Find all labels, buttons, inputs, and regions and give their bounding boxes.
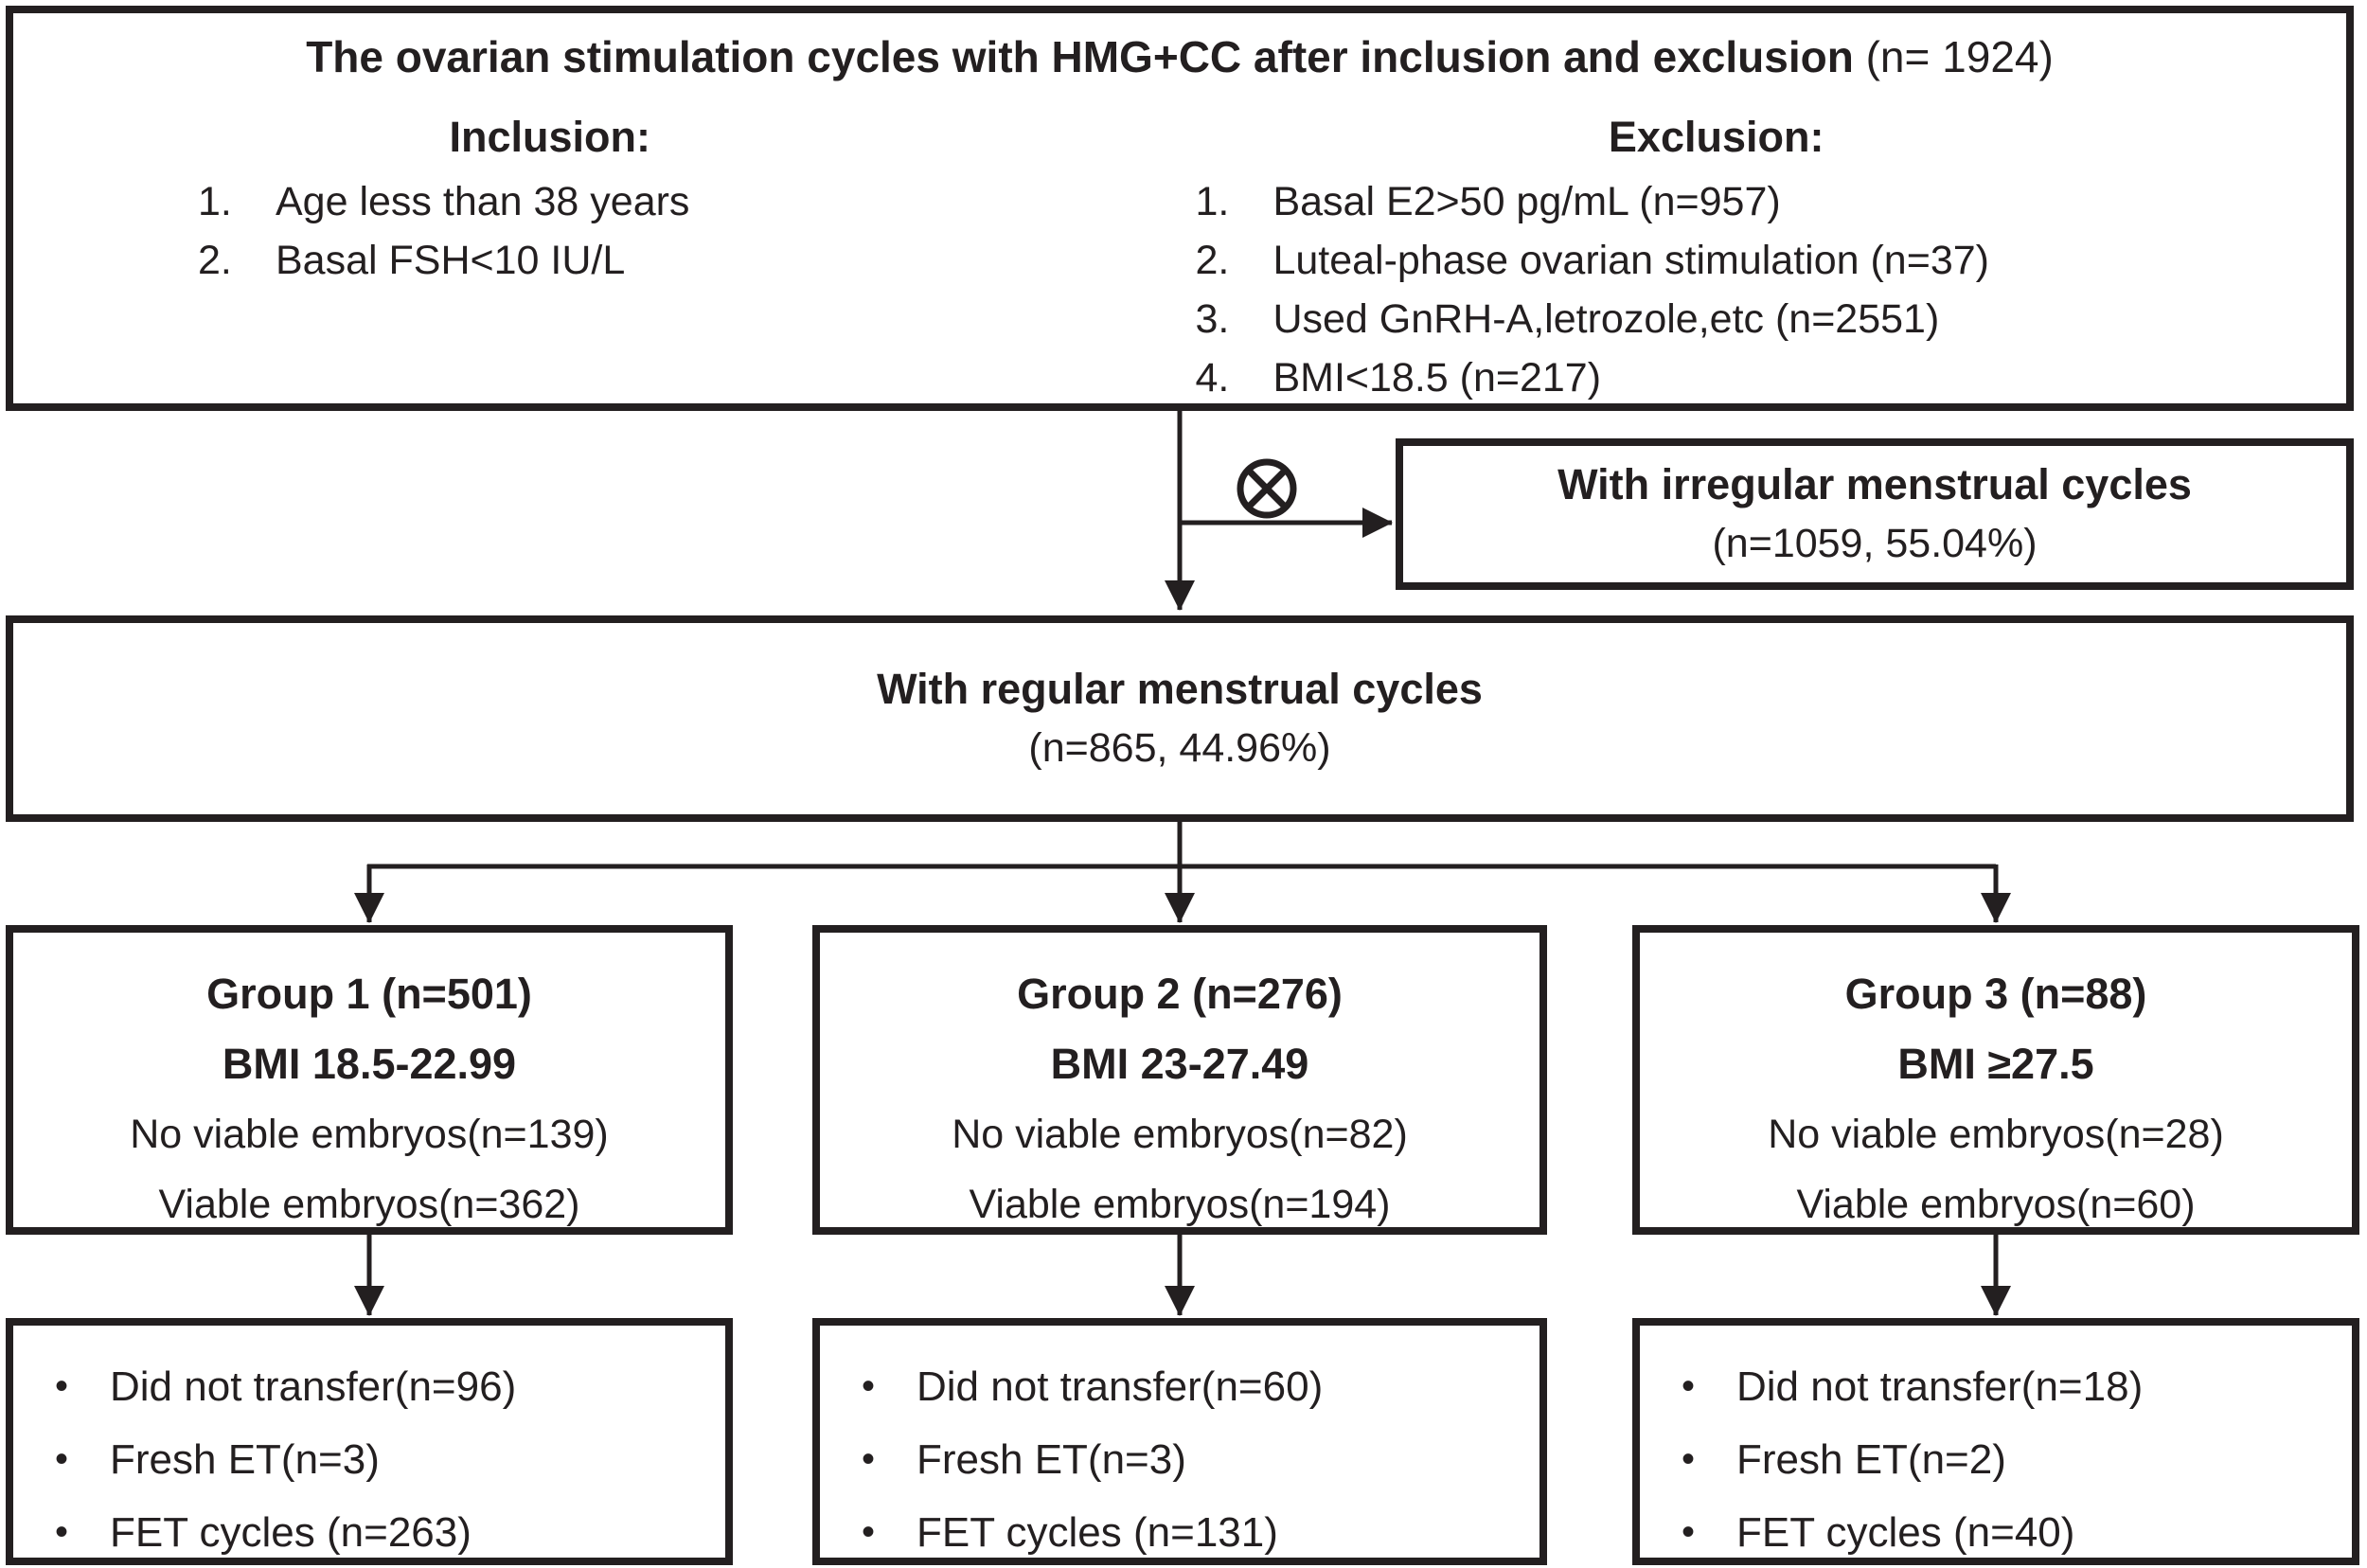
list-number: 1. — [1195, 179, 1230, 224]
bullet-icon: • — [1682, 1365, 1696, 1407]
regular-cycles-box: With regular menstrual cycles (n=865, 44… — [6, 615, 2354, 822]
list-number: 2. — [198, 238, 232, 283]
group-viable: Viable embryos(n=194) — [969, 1182, 1391, 1227]
list-item: 1. Age less than 38 years — [198, 172, 1086, 231]
page-title: The ovarian stimulation cycles with HMG+… — [13, 30, 2346, 83]
outcome-item: • FET cycles (n=263) — [55, 1496, 716, 1568]
outcome-text: Did not transfer(n=60) — [917, 1363, 1324, 1410]
title-bold-text: The ovarian stimulation cycles with HMG+… — [306, 32, 1854, 81]
list-number: 2. — [1195, 238, 1230, 283]
list-item: 3. Used GnRH-A,letrozole,etc (n=2551) — [1195, 290, 2346, 348]
outcome-text: Did not transfer(n=96) — [110, 1363, 517, 1410]
bullet-icon: • — [862, 1511, 876, 1553]
outcome-text: Fresh ET(n=2) — [1736, 1436, 2006, 1483]
group-bmi: BMI ≥27.5 — [1897, 1040, 2094, 1088]
inclusion-heading: Inclusion: — [449, 113, 650, 161]
bullet-icon: • — [1682, 1511, 1696, 1553]
regular-n-count: (n=865, 44.96%) — [1028, 725, 1331, 771]
group3-outcome-box: • Did not transfer(n=18) • Fresh ET(n=2)… — [1632, 1318, 2359, 1565]
list-text: Age less than 38 years — [276, 179, 690, 224]
group2-box: Group 2 (n=276) BMI 23-27.49 No viable e… — [812, 925, 1547, 1235]
bullet-icon: • — [55, 1365, 69, 1407]
exclusion-section: Exclusion: 1. Basal E2>50 pg/mL (n=957) … — [1086, 110, 2346, 407]
outcome-text: Fresh ET(n=3) — [110, 1436, 380, 1483]
list-number: 1. — [198, 179, 232, 224]
bullet-icon: • — [862, 1438, 876, 1480]
inclusion-section: Inclusion: 1. Age less than 38 years 2. … — [13, 110, 1086, 407]
list-text: Luteal-phase ovarian stimulation (n=37) — [1272, 238, 1989, 283]
outcome-item: • FET cycles (n=131) — [862, 1496, 1530, 1568]
outcome-text: FET cycles (n=131) — [917, 1509, 1278, 1556]
outcome-item: • Did not transfer(n=60) — [862, 1350, 1530, 1423]
group2-outcome-box: • Did not transfer(n=60) • Fresh ET(n=3)… — [812, 1318, 1547, 1565]
title-n-count: (n= 1924) — [1865, 32, 2054, 81]
inclusion-list: 1. Age less than 38 years 2. Basal FSH<1… — [13, 172, 1086, 290]
list-item: 1. Basal E2>50 pg/mL (n=957) — [1195, 172, 2346, 231]
group3-box: Group 3 (n=88) BMI ≥27.5 No viable embry… — [1632, 925, 2359, 1235]
outcome-item: • FET cycles (n=40) — [1682, 1496, 2342, 1568]
irregular-title: With irregular menstrual cycles — [1557, 460, 2192, 508]
outcome-text: FET cycles (n=263) — [110, 1509, 472, 1556]
outcome-item: • Did not transfer(n=18) — [1682, 1350, 2342, 1423]
outcome-item: • Fresh ET(n=3) — [55, 1423, 716, 1496]
outcome-item: • Did not transfer(n=96) — [55, 1350, 716, 1423]
group-viable: Viable embryos(n=362) — [158, 1182, 580, 1227]
group-no-viable: No viable embryos(n=82) — [952, 1112, 1408, 1157]
outcome-item: • Fresh ET(n=2) — [1682, 1423, 2342, 1496]
bullet-icon: • — [1682, 1438, 1696, 1480]
group-title: Group 3 (n=88) — [1844, 970, 2147, 1018]
list-number: 3. — [1195, 296, 1230, 342]
list-item: 2. Basal FSH<10 IU/L — [198, 231, 1086, 290]
group-no-viable: No viable embryos(n=28) — [1768, 1112, 2224, 1157]
irregular-n-count: (n=1059, 55.04%) — [1712, 521, 2038, 566]
list-text: BMI<18.5 (n=217) — [1272, 355, 1602, 401]
group-no-viable: No viable embryos(n=139) — [130, 1112, 609, 1157]
bullet-icon: • — [55, 1438, 69, 1480]
exclusion-list: 1. Basal E2>50 pg/mL (n=957) 2. Luteal-p… — [1086, 172, 2346, 407]
bullet-icon: • — [55, 1511, 69, 1553]
list-number: 4. — [1195, 355, 1230, 401]
group1-box: Group 1 (n=501) BMI 18.5-22.99 No viable… — [6, 925, 733, 1235]
group-title: Group 2 (n=276) — [1017, 970, 1343, 1018]
outcome-item: • Fresh ET(n=3) — [862, 1423, 1530, 1496]
list-item: 4. BMI<18.5 (n=217) — [1195, 348, 2346, 407]
eligibility-box: The ovarian stimulation cycles with HMG+… — [6, 6, 2354, 411]
group-bmi: BMI 23-27.49 — [1050, 1040, 1309, 1088]
list-text: Basal E2>50 pg/mL (n=957) — [1272, 179, 1781, 224]
list-item: 2. Luteal-phase ovarian stimulation (n=3… — [1195, 231, 2346, 290]
circle-cross-icon — [1237, 458, 1297, 519]
criteria-columns: Inclusion: 1. Age less than 38 years 2. … — [13, 110, 2346, 407]
exclusion-heading: Exclusion: — [1608, 113, 1824, 161]
outcome-text: Fresh ET(n=3) — [917, 1436, 1186, 1483]
group-bmi: BMI 18.5-22.99 — [222, 1040, 517, 1088]
outcome-text: FET cycles (n=40) — [1736, 1509, 2075, 1556]
group1-outcome-box: • Did not transfer(n=96) • Fresh ET(n=3)… — [6, 1318, 733, 1565]
outcome-text: Did not transfer(n=18) — [1736, 1363, 2144, 1410]
group-title: Group 1 (n=501) — [206, 970, 532, 1018]
group-viable: Viable embryos(n=60) — [1796, 1182, 2196, 1227]
bullet-icon: • — [862, 1365, 876, 1407]
regular-title: With regular menstrual cycles — [877, 665, 1483, 713]
irregular-cycles-box: With irregular menstrual cycles (n=1059,… — [1396, 438, 2354, 590]
list-text: Used GnRH-A,letrozole,etc (n=2551) — [1272, 296, 1940, 342]
list-text: Basal FSH<10 IU/L — [276, 238, 626, 283]
